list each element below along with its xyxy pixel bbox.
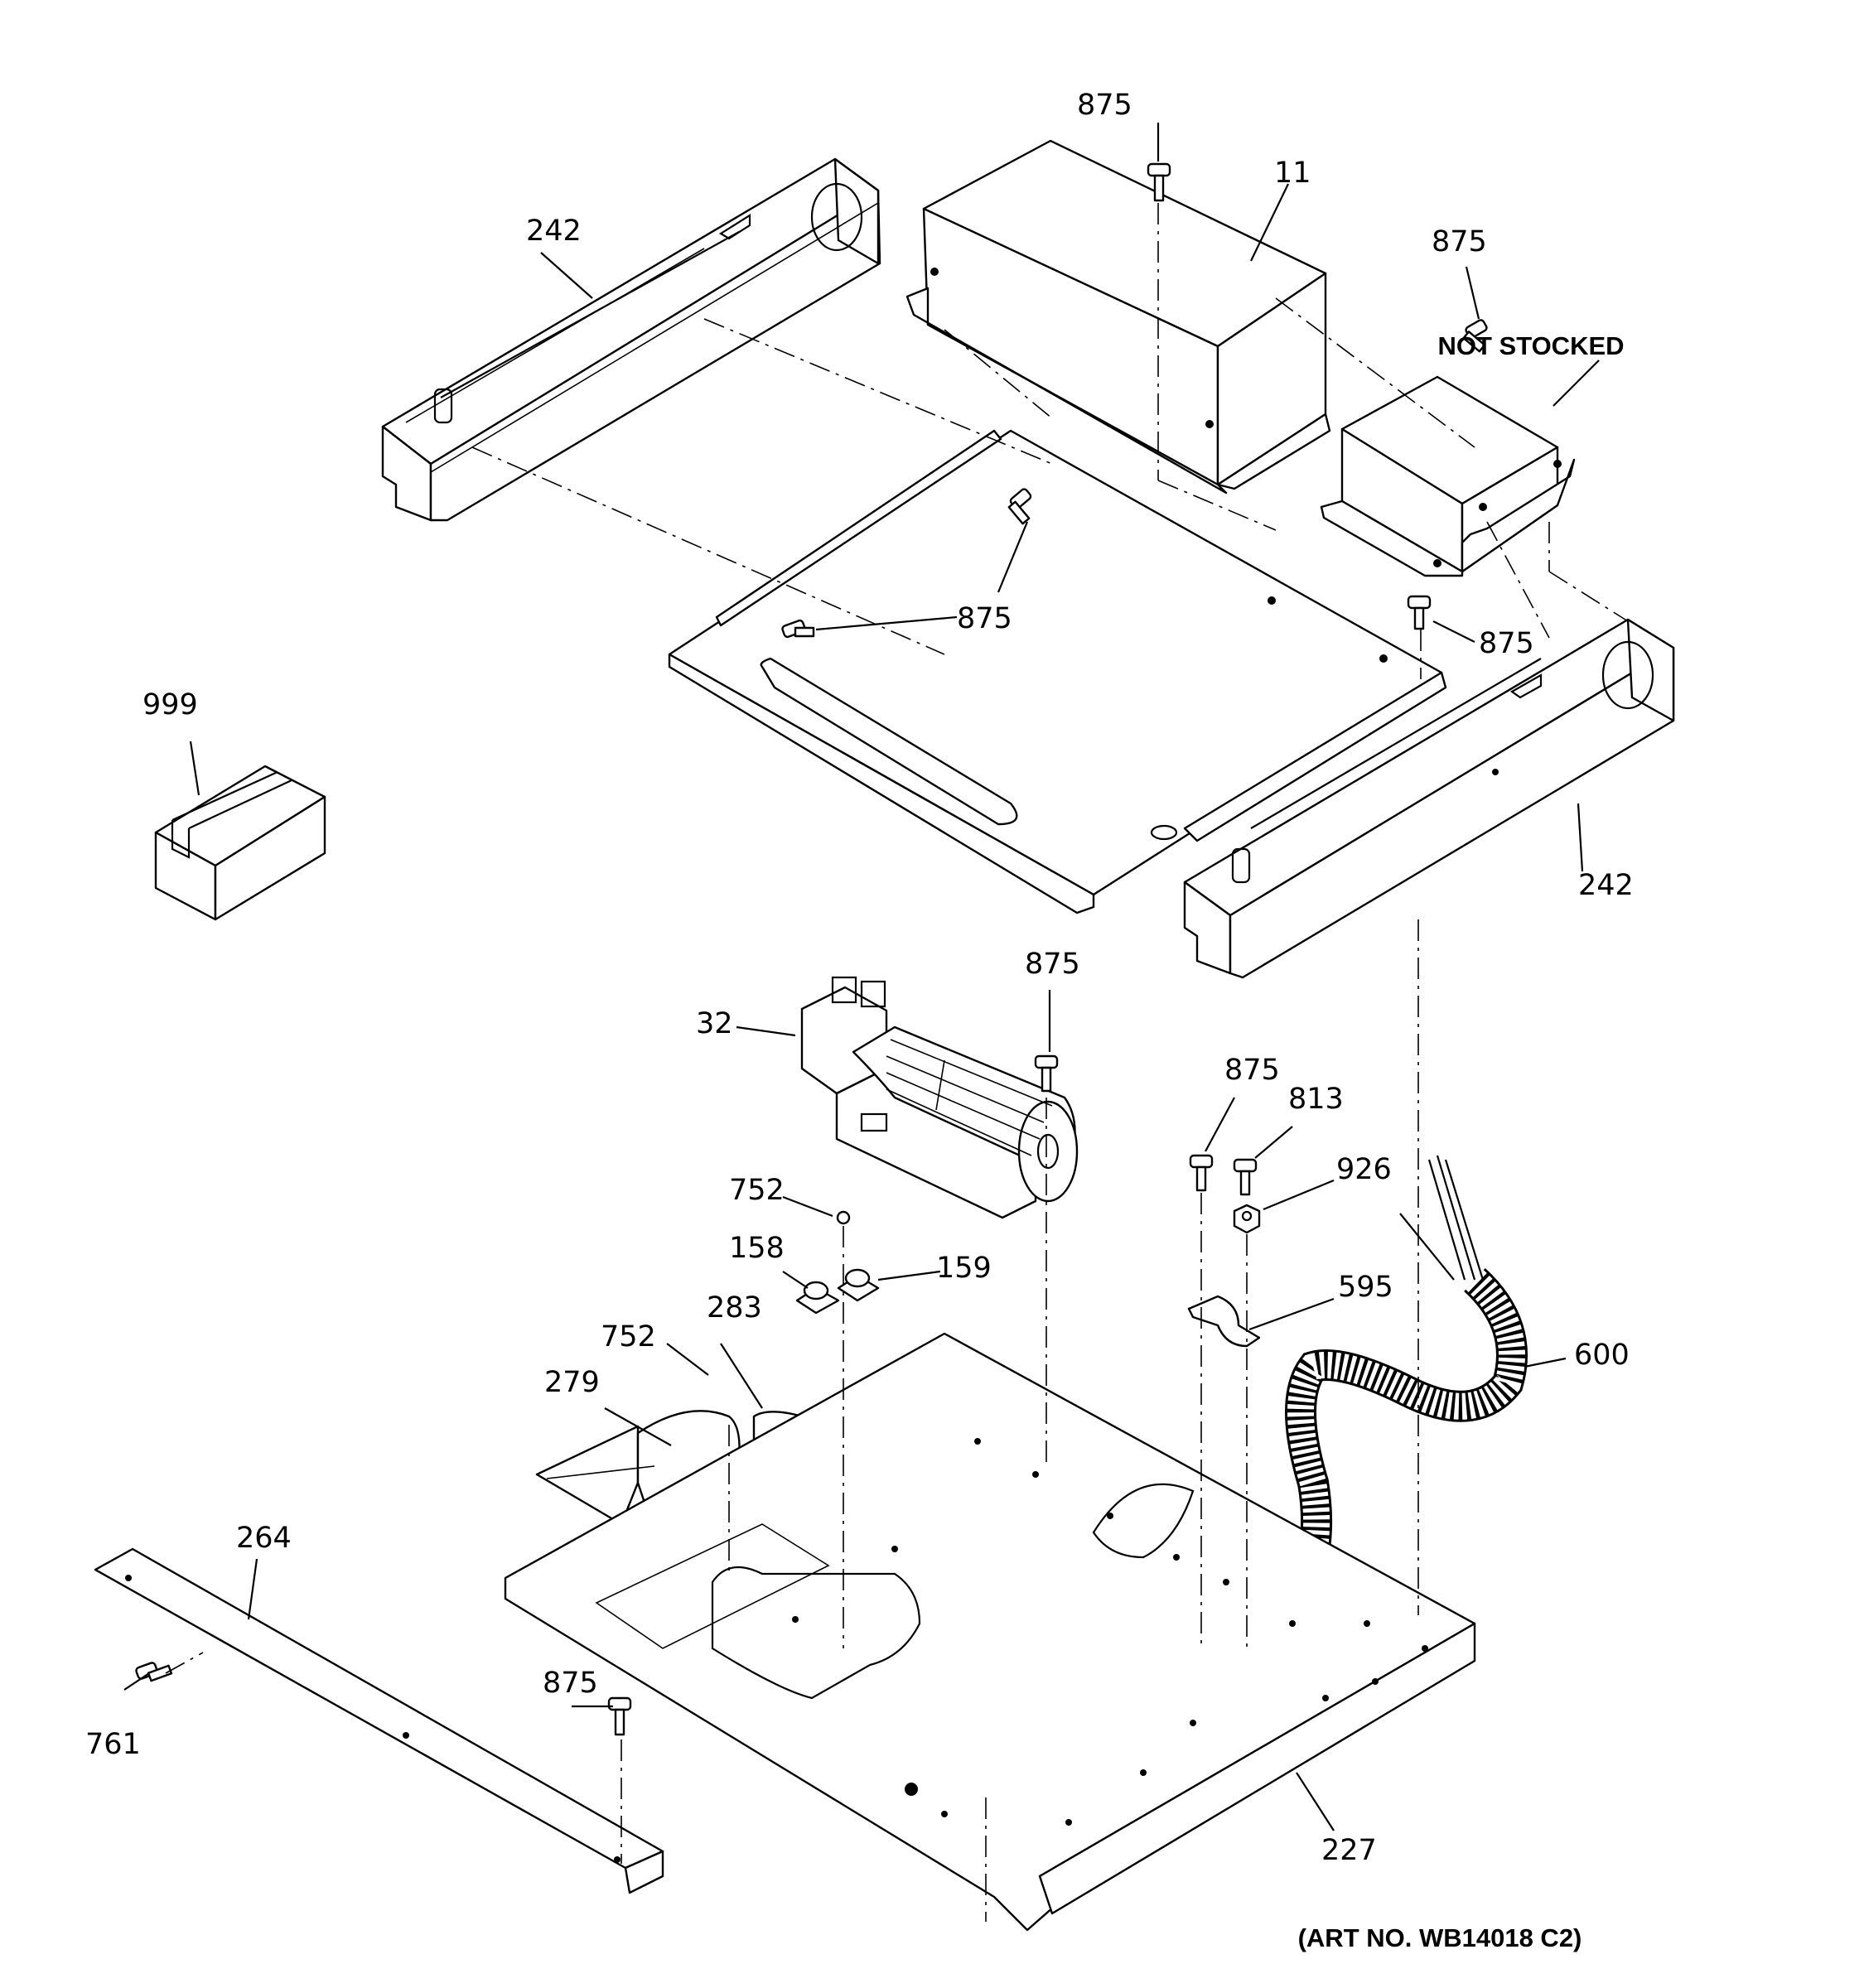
label-279: 279 [544,1366,600,1399]
thermostat-159 [837,1268,880,1302]
label-752-lower: 752 [601,1320,656,1353]
label-283: 283 [707,1291,762,1325]
label-752-upper: 752 [729,1174,785,1207]
clamp-595 [1187,1295,1261,1348]
label-926: 926 [1336,1153,1392,1186]
label-875-right: 875 [1432,225,1487,258]
screw-752-upper [836,1210,851,1225]
cover-box-11 [905,139,1331,495]
screw-875-bottom [607,1696,632,1736]
label-264: 264 [236,1522,292,1555]
label-875-top: 875 [1077,89,1132,122]
label-875-bottom: 875 [543,1667,598,1700]
front-rail-264 [94,1547,664,1894]
label-32: 32 [696,1007,733,1040]
side-rail-242-left [381,157,881,522]
assembly-lines [165,203,1629,1922]
screw-813 [1233,1158,1258,1196]
screw-875-clamp [1189,1154,1214,1192]
label-999: 999 [142,688,198,721]
nut-926 [1233,1204,1261,1234]
screw-875-mid-right [1407,595,1432,630]
leader-lines [123,123,1600,1831]
label-875-mid: 875 [957,602,1012,635]
box-999 [154,765,326,921]
label-875-mid-right: 875 [1479,627,1534,660]
label-242-left: 242 [526,215,582,248]
label-242-right: 242 [1578,869,1634,902]
screw-875-top [1147,162,1171,202]
label-600: 600 [1574,1339,1630,1372]
fan-assembly-32 [800,976,1079,1219]
label-not-stocked: NOT STOCKED [1437,331,1624,360]
label-761: 761 [85,1728,141,1761]
label-158: 158 [729,1232,785,1265]
bracket-not-stocked [1320,375,1576,577]
screw-875-mid [1007,488,1032,525]
bottom-pan-227 [504,1332,1476,1932]
label-227: 227 [1321,1834,1377,1867]
art-number: (ART NO. WB14018 C2) [1298,1923,1582,1952]
label-875-clamp: 875 [1224,1054,1280,1087]
screw-875-mid-left [781,619,815,639]
label-595: 595 [1338,1271,1393,1304]
label-159: 159 [936,1252,992,1285]
label-11: 11 [1274,157,1311,190]
screw-875-right [1462,319,1488,353]
thermostat-158 [795,1281,840,1315]
label-813: 813 [1288,1083,1344,1116]
label-875-fan: 875 [1025,948,1080,981]
screw-875-fan [1034,1054,1059,1093]
screw-761 [135,1662,173,1682]
top-panel [668,429,1447,914]
side-rail-242-right [1183,618,1675,979]
